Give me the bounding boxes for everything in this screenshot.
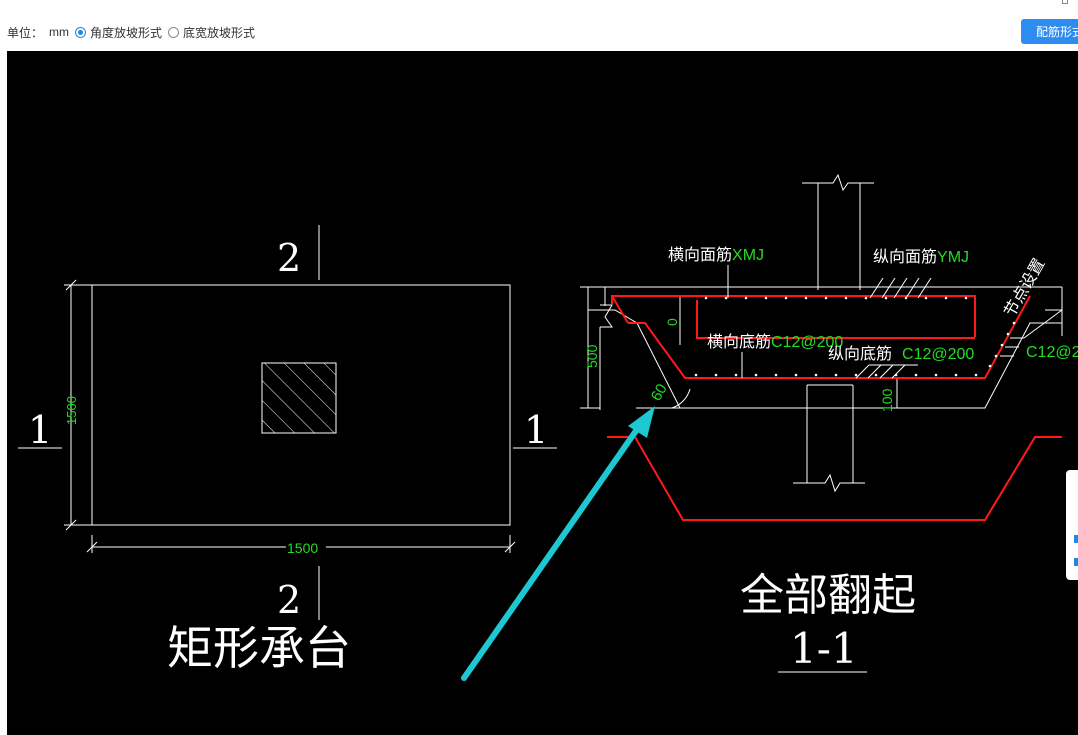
plan-view: 2 2 1 1 1500 1500 矩形承台 (18, 225, 557, 675)
unit-label: 单位： (7, 25, 44, 40)
cad-drawing: 2 2 1 1 1500 1500 矩形承台 (18, 173, 1078, 681)
section-view: 500 0 100 60 (580, 173, 1078, 673)
radio-angle-slope[interactable]: 角度放坡形式 (75, 24, 162, 41)
section-mark-2-bottom: 2 (277, 578, 301, 622)
toolbar: 单位： mm 角度放坡形式 底宽放坡形式 配筋形式 (0, 0, 1078, 50)
rebar-bottom (628, 295, 1031, 379)
label-node-setting: 节点设置 (1001, 256, 1049, 320)
section-label: 1-1 (790, 624, 858, 673)
plan-caption: 矩形承台 (167, 621, 351, 675)
rebar-outline-lower (607, 436, 1062, 521)
side-tab-mark (1074, 558, 1078, 566)
label-transverse-bottom: 横向底筋C12@200 (707, 333, 843, 351)
rebar-config-button[interactable]: 配筋形式 (1021, 19, 1078, 44)
cad-canvas[interactable]: 2 2 1 1 1500 1500 矩形承台 (7, 51, 1078, 735)
leader-side (1000, 309, 1063, 357)
unit-value: mm (49, 25, 70, 39)
section-mark-1-left: 1 (28, 408, 52, 452)
section-dim-depth: 500 (584, 344, 600, 368)
section-dim-cover: 0 (664, 318, 680, 326)
radio-width-slope[interactable]: 底宽放坡形式 (168, 24, 255, 41)
section-caption: 全部翻起 (740, 570, 916, 621)
radio-width-indicator[interactable] (168, 26, 180, 38)
section-angle: 60 (648, 381, 671, 404)
rebar-inner-frame (696, 300, 975, 339)
pile-cap-outline (91, 284, 511, 526)
leader-ymj (869, 277, 932, 299)
section-mark-2-top: 2 (277, 236, 301, 280)
label-transverse-top: 横向面筋XMJ (668, 246, 764, 264)
arrow-annotation (461, 406, 655, 681)
plan-dim-height: 1500 (64, 396, 79, 425)
section-dim-bottom: 100 (879, 388, 895, 412)
plan-dim-width: 1500 (287, 540, 318, 556)
rebar-dots-bottom (694, 373, 978, 377)
slope-options: 单位： mm 角度放坡形式 底宽放坡形式 (7, 22, 261, 42)
label-side-spec: C12@2 (1026, 344, 1078, 361)
rebar-top-bent (611, 295, 976, 337)
rebar-dots-side (988, 321, 1016, 368)
column-hatch (261, 362, 337, 434)
leader-bottom-longitudinal (855, 364, 918, 379)
window-corner-mark (1062, 0, 1068, 4)
section-mark-1-right: 1 (524, 408, 548, 452)
label-longitudinal-top: 纵向面筋YMJ (873, 248, 969, 266)
rebar-dots-top (704, 296, 968, 300)
side-tab-mark (1074, 535, 1078, 543)
side-panel-tab[interactable] (1066, 470, 1078, 580)
radio-angle-indicator[interactable] (75, 26, 87, 38)
radio-width-label: 底宽放坡形式 (183, 25, 256, 40)
radio-angle-label: 角度放坡形式 (90, 25, 163, 40)
